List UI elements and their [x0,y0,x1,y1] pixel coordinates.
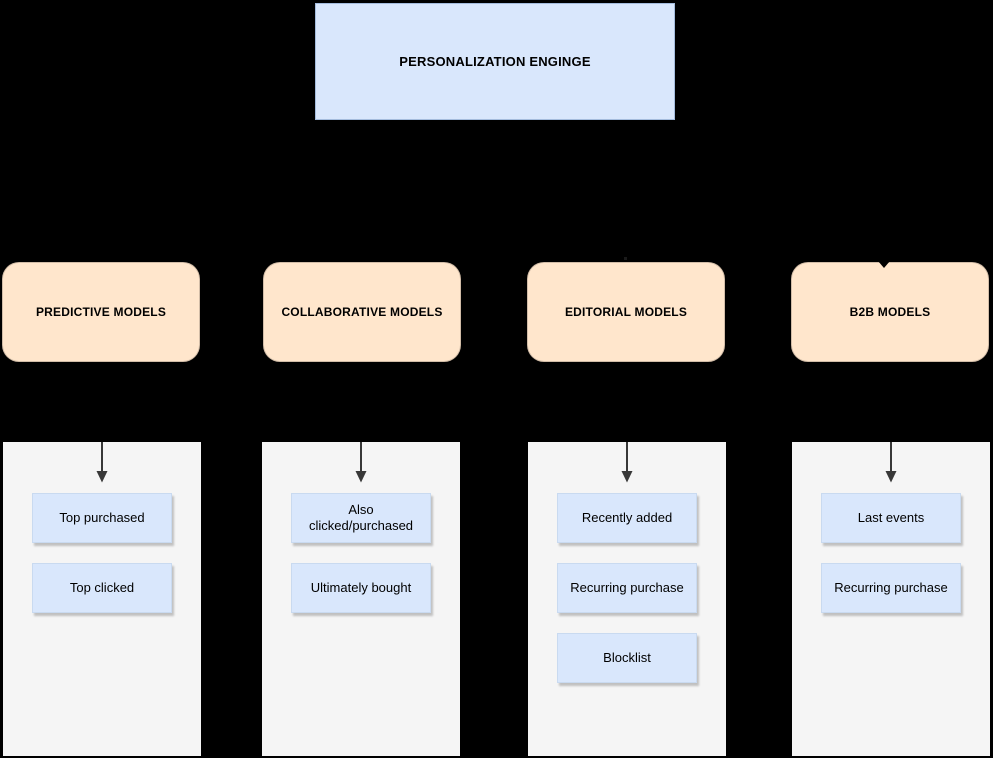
node-last-events[interactable]: Last events [821,493,961,543]
arrowhead-artifact-icon [624,257,627,260]
node-label: Also clicked/purchased [308,501,414,533]
node-also-clicked-purchased[interactable]: Also clicked/purchased [291,493,431,543]
node-recurring-purchase[interactable]: Recurring purchase [557,563,697,613]
node-label: EDITORIAL MODELS [564,305,688,319]
down-arrow-icon[interactable] [92,442,112,484]
node-label: Top clicked [69,579,135,595]
down-arrow-icon[interactable] [881,442,901,484]
node-label: PERSONALIZATION ENGINGE [399,54,591,69]
node-recently-added[interactable]: Recently added [557,493,697,543]
node-collaborative-models[interactable]: COLLABORATIVE MODELS [263,262,461,362]
node-label: Recently added [581,509,673,525]
group-editorial[interactable]: Recently added Recurring purchase Blockl… [528,442,726,756]
node-b2b-models[interactable]: B2B MODELS [791,262,989,362]
node-label: B2B MODELS [849,305,931,319]
node-label: Recurring purchase [834,579,948,595]
arrowhead-icon [878,261,890,268]
group-predictive[interactable]: Top purchased Top clicked [3,442,201,756]
node-label: Blocklist [603,649,651,665]
group-collaborative[interactable]: Also clicked/purchased Ultimately bought [262,442,460,756]
group-b2b[interactable]: Last events Recurring purchase [792,442,990,756]
down-arrow-icon[interactable] [351,442,371,484]
node-personalization-engine[interactable]: PERSONALIZATION ENGINGE [315,3,675,120]
node-top-clicked[interactable]: Top clicked [32,563,172,613]
node-label: Ultimately bought [310,579,412,595]
node-label: PREDICTIVE MODELS [35,305,167,319]
node-ultimately-bought[interactable]: Ultimately bought [291,563,431,613]
down-arrow-icon[interactable] [617,442,637,484]
node-label: Last events [857,509,925,525]
node-top-purchased[interactable]: Top purchased [32,493,172,543]
node-editorial-models[interactable]: EDITORIAL MODELS [527,262,725,362]
node-blocklist[interactable]: Blocklist [557,633,697,683]
node-predictive-models[interactable]: PREDICTIVE MODELS [2,262,200,362]
node-recurring-purchase[interactable]: Recurring purchase [821,563,961,613]
node-label: Recurring purchase [570,579,684,595]
node-label: Top purchased [59,509,145,525]
node-label: COLLABORATIVE MODELS [281,305,443,319]
